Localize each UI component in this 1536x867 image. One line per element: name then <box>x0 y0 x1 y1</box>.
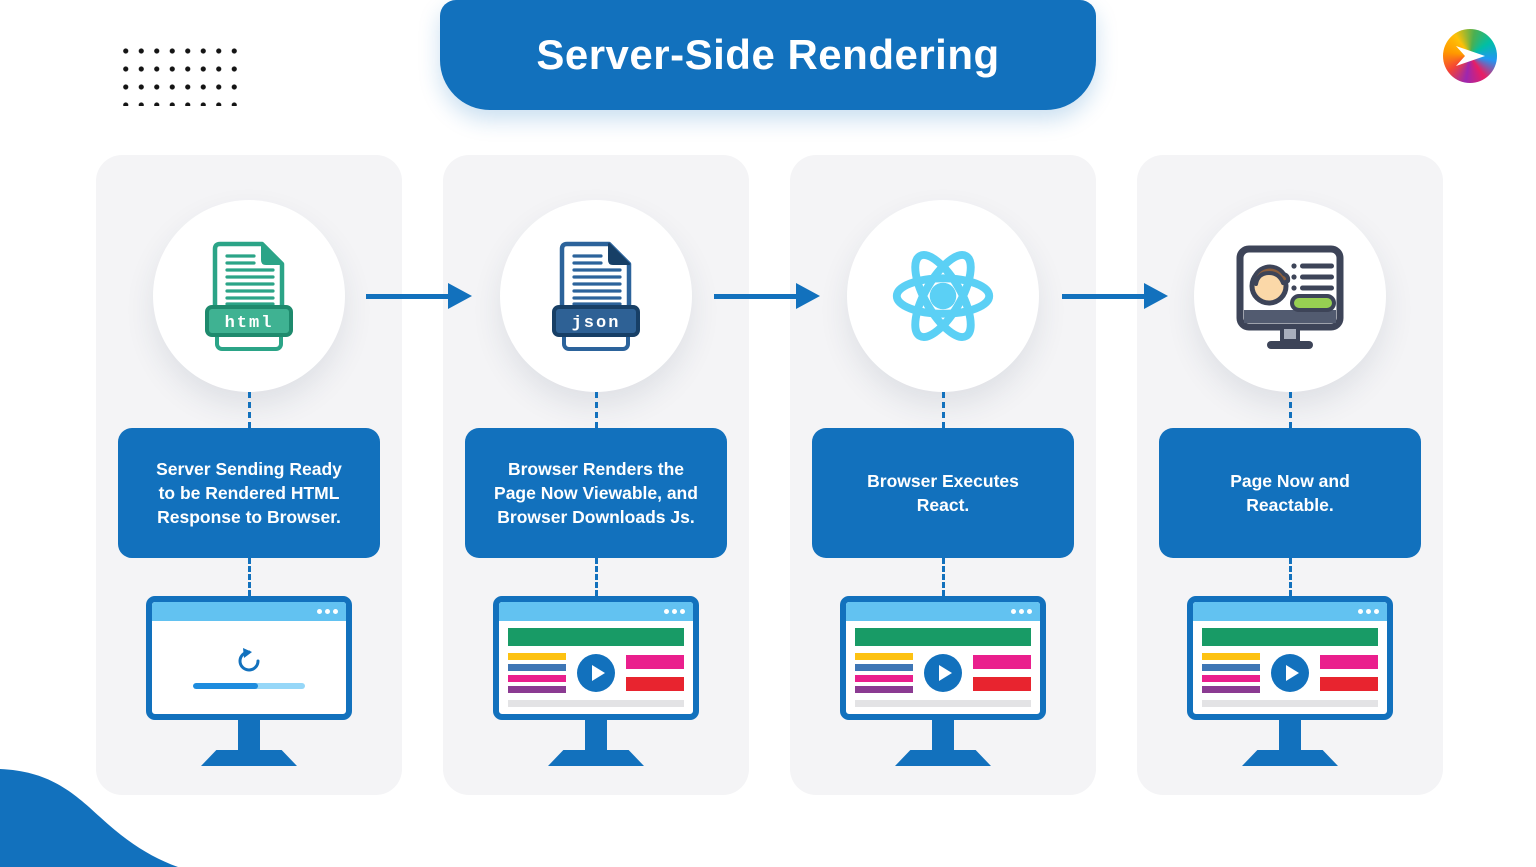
titlebar-dot <box>333 609 338 614</box>
titlebar-dot <box>1374 609 1379 614</box>
browser-monitor <box>840 596 1046 766</box>
webpage-header-bar <box>855 628 1031 646</box>
step-caption-text: Page Now and Reactable. <box>1230 470 1350 515</box>
titlebar-dot <box>664 609 669 614</box>
step-caption-text: Server Sending Ready to be Rendered HTML… <box>156 458 342 528</box>
webpage-mockup <box>1193 621 1387 714</box>
step-icon-circle: json <box>500 200 692 392</box>
browser-monitor <box>493 596 699 766</box>
monitor-stand-base <box>201 750 297 766</box>
page-title: Server-Side Rendering <box>536 31 1000 78</box>
monitor-titlebar <box>499 602 693 621</box>
step-caption-box: Page Now and Reactable. <box>1159 428 1421 558</box>
webpage-mockup <box>499 621 693 714</box>
dashed-connector <box>1288 558 1292 596</box>
step-caption-text: Browser Renders the Page Now Viewable, a… <box>494 458 698 528</box>
step-icon-circle <box>847 200 1039 392</box>
titlebar-dot <box>1366 609 1371 614</box>
loading-refresh-icon <box>238 647 260 671</box>
user-monitor-icon <box>1236 245 1344 349</box>
flow-arrow <box>366 283 472 309</box>
monitor-screen <box>1187 596 1393 720</box>
webpage-text-bars <box>508 653 566 693</box>
dashed-connector <box>941 558 945 596</box>
monitor-screen <box>146 596 352 720</box>
title-banner: Server-Side Rendering <box>440 0 1096 110</box>
titlebar-dot <box>325 609 330 614</box>
step-card-4: Page Now and Reactable. <box>1137 155 1443 795</box>
dashed-connector <box>247 558 251 596</box>
monitor-stand <box>1279 720 1301 750</box>
webpage-footer-bar <box>1202 700 1378 707</box>
step-icon-circle <box>1194 200 1386 392</box>
webpage-header-bar <box>508 628 684 646</box>
monitor-titlebar <box>846 602 1040 621</box>
dashed-connector <box>941 392 945 428</box>
titlebar-dot <box>317 609 322 614</box>
monitor-stand <box>585 720 607 750</box>
webpage-image-blocks <box>1320 655 1378 691</box>
step-caption-text: Browser Executes React. <box>867 470 1019 515</box>
bottom-wave-decoration <box>0 769 178 867</box>
dashed-connector <box>247 392 251 428</box>
webpage-image-blocks <box>626 655 684 691</box>
monitor-screen <box>840 596 1046 720</box>
flow-arrow <box>1062 283 1168 309</box>
browser-monitor <box>146 596 352 766</box>
titlebar-dot <box>1358 609 1363 614</box>
progress-fill <box>193 682 258 689</box>
play-button-icon <box>1271 654 1309 692</box>
webpage-text-bars <box>855 653 913 693</box>
webpage-text-bars <box>1202 653 1260 693</box>
loading-page <box>152 621 346 714</box>
webpage-image-blocks <box>973 655 1031 691</box>
monitor-titlebar <box>1193 602 1387 621</box>
dot-grid-decoration <box>116 40 238 106</box>
html-file-label: html <box>225 314 274 333</box>
play-button-icon <box>924 654 962 692</box>
dashed-connector <box>594 392 598 428</box>
monitor-screen <box>493 596 699 720</box>
loading-progress-bar <box>193 682 305 689</box>
dashed-connector <box>1288 392 1292 428</box>
json-file-icon: json <box>552 241 640 351</box>
titlebar-dot <box>1027 609 1032 614</box>
step-caption-box: Browser Executes React. <box>812 428 1074 558</box>
step-card-1: html Server Sending Ready to be Rendered… <box>96 155 402 795</box>
titlebar-dot <box>680 609 685 614</box>
monitor-stand <box>932 720 954 750</box>
json-file-label: json <box>572 314 621 333</box>
play-button-icon <box>577 654 615 692</box>
monitor-stand <box>238 720 260 750</box>
html-file-icon: html <box>205 241 293 351</box>
monitor-titlebar <box>152 602 346 621</box>
monitor-stand-base <box>548 750 644 766</box>
step-card-2: json Browser Renders the Page Now Viewab… <box>443 155 749 795</box>
titlebar-dot <box>672 609 677 614</box>
step-icon-circle: html <box>153 200 345 392</box>
dashed-connector <box>594 558 598 596</box>
monitor-stand-base <box>895 750 991 766</box>
flow-arrow <box>714 283 820 309</box>
titlebar-dot <box>1011 609 1016 614</box>
step-card-3: Browser Executes React. <box>790 155 1096 795</box>
step-caption-box: Browser Renders the Page Now Viewable, a… <box>465 428 727 558</box>
brand-logo <box>1443 29 1497 83</box>
webpage-footer-bar <box>508 700 684 707</box>
step-caption-box: Server Sending Ready to be Rendered HTML… <box>118 428 380 558</box>
react-logo-icon <box>892 251 994 341</box>
webpage-mockup <box>846 621 1040 714</box>
webpage-footer-bar <box>855 700 1031 707</box>
logo-arrow-icon <box>1456 46 1485 66</box>
titlebar-dot <box>1019 609 1024 614</box>
webpage-header-bar <box>1202 628 1378 646</box>
monitor-stand-base <box>1242 750 1338 766</box>
browser-monitor <box>1187 596 1393 766</box>
steps-row: html Server Sending Ready to be Rendered… <box>96 155 1443 795</box>
